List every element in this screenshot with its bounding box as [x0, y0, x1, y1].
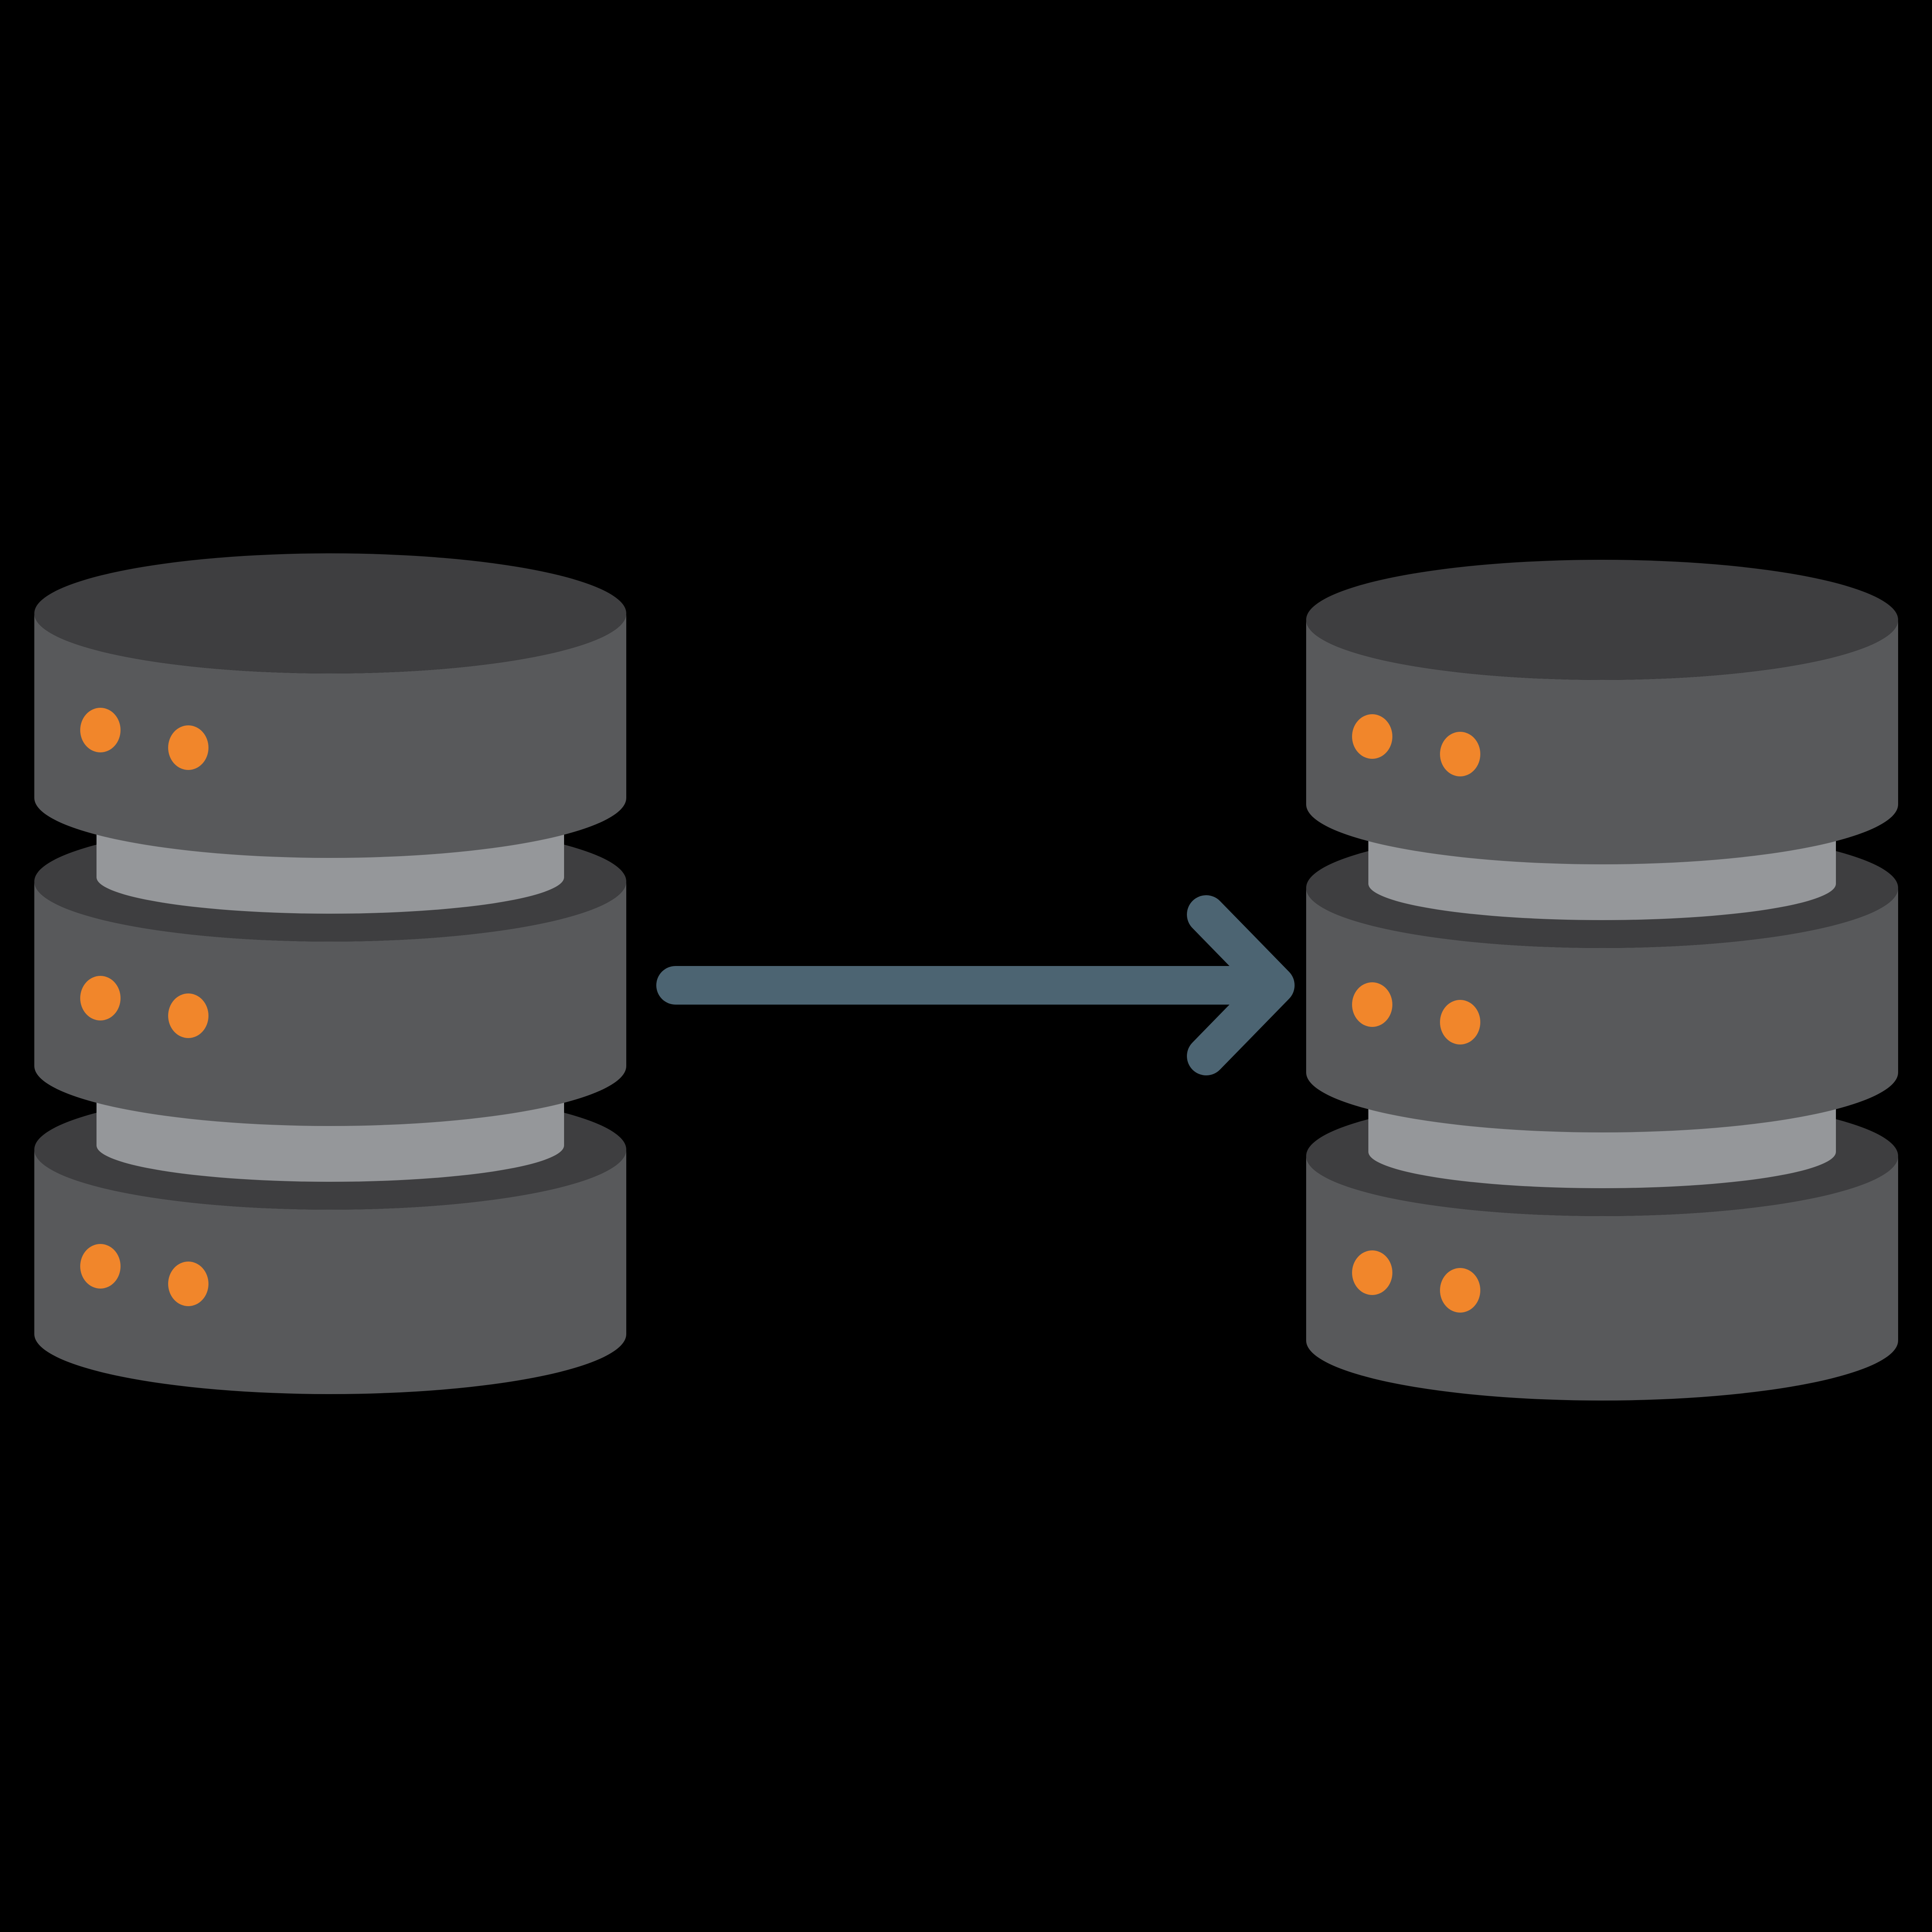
- indicator-dot: [168, 1262, 208, 1306]
- target-database-icon: [1306, 560, 1898, 1401]
- cylinder-body: [34, 881, 626, 1126]
- cylinder-top-ellipse: [1306, 560, 1898, 680]
- connector-band-bottom: [97, 1109, 564, 1182]
- connector-band-bottom: [1368, 1115, 1836, 1188]
- cylinder-body: [1306, 888, 1898, 1132]
- indicator-dot: [80, 708, 121, 752]
- indicator-dot: [80, 1244, 121, 1289]
- indicator-dot: [1440, 1268, 1480, 1313]
- indicator-dot: [1352, 1250, 1392, 1295]
- indicator-dot: [1440, 732, 1480, 776]
- cylinder-body: [34, 613, 626, 858]
- indicator-dot: [1352, 982, 1392, 1027]
- indicator-dot: [1352, 714, 1392, 759]
- cylinder-body: [1306, 620, 1898, 864]
- indicator-dot: [1440, 1000, 1480, 1044]
- source-database-icon: [34, 553, 626, 1394]
- transfer-arrow-icon: [656, 895, 1295, 1075]
- cylinder-body: [1306, 1156, 1898, 1401]
- connector-band-bottom: [1368, 847, 1836, 920]
- cylinder-top-ellipse: [34, 553, 626, 673]
- indicator-dot: [168, 725, 208, 770]
- indicator-dot: [80, 976, 121, 1020]
- connector-band-bottom: [97, 841, 564, 914]
- arrow-head: [1187, 895, 1295, 1075]
- cylinder-body: [34, 1150, 626, 1394]
- indicator-dot: [168, 993, 208, 1038]
